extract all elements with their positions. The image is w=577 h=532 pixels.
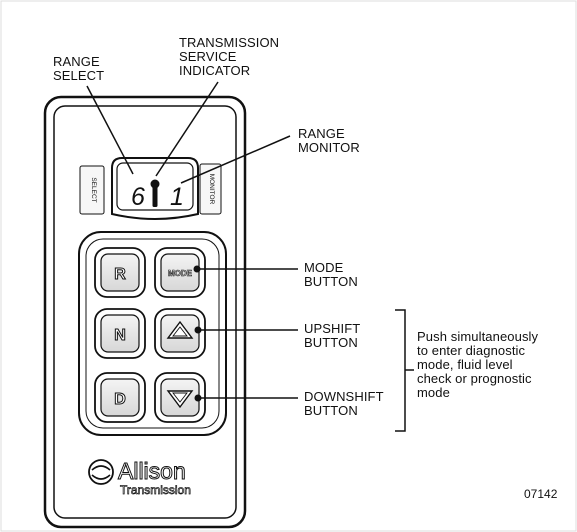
mode-caption-line-2: BUTTON [304,274,358,289]
display-window [116,162,194,211]
mode-caption-line-1: MODE [304,260,344,275]
select-tag [79,165,105,215]
r-button-label: R [114,266,126,283]
range-monitor-label: RANGE MONITOR [298,127,360,155]
range-monitor-line-2: MONITOR [298,140,360,155]
downshift-button[interactable] [154,372,206,423]
range-select-line-1: RANGE [53,54,100,69]
keypad-inner [85,238,220,429]
mode-button-caption: MODE BUTTON [304,261,358,289]
logo-line2: Transmission [120,483,191,497]
range-monitor-line-1: RANGE [298,126,345,141]
down-arrow-icon [166,390,194,409]
r-button[interactable]: R [94,247,146,298]
monitor-tag-text: MONITOR [208,174,215,205]
select-tag-text: SELECT [90,177,97,202]
range-select-digit: 6 [131,183,145,211]
range-monitor-digit: 1 [170,183,184,211]
range-select-leader [86,85,134,175]
service-indicator-icon [150,179,160,207]
logo-line1: Allison [118,458,186,484]
n-button[interactable]: N [94,308,146,359]
push-note-line-3: mode, fluid level [417,357,513,372]
range-monitor-leader [180,135,291,184]
d-button-label: D [114,391,126,408]
push-note-line-5: mode [417,385,450,400]
leader-lines [86,81,298,399]
service-indicator-label: TRANSMISSION SERVICE INDICATOR [179,36,279,78]
mode-button-label: MODE [168,269,193,278]
selector-inner-outline [53,105,237,519]
service-indicator-line-1: TRANSMISSION [179,35,280,50]
d-button[interactable]: D [94,372,146,423]
push-note-line-1: Push simultaneously [417,329,539,344]
service-indicator-leader [155,81,219,177]
leader-dots [193,265,202,402]
downshift-caption-line-1: DOWNSHIFT [304,389,384,404]
upshift-button[interactable] [154,308,206,359]
up-arrow-icon [166,320,194,339]
push-note-line-2: to enter diagnostic [417,343,526,358]
upshift-caption-line-1: UPSHIFT [304,321,361,336]
range-select-line-2: SELECT [53,68,105,83]
allison-logo: Allison Transmission [88,458,191,497]
upshift-caption-line-2: BUTTON [304,335,358,350]
downshift-button-caption: DOWNSHIFT BUTTON [304,390,384,418]
n-button-label: N [114,327,126,344]
push-simultaneously-note: Push simultaneously to enter diagnostic … [417,330,538,400]
figure-number: 07142 [524,487,558,501]
downshift-caption-line-2: BUTTON [304,403,358,418]
service-indicator-line-3: INDICATOR [179,63,251,78]
push-note-line-4: check or prognostic [417,371,532,386]
upshift-button-caption: UPSHIFT BUTTON [304,322,360,350]
bracket [395,309,414,432]
mode-button[interactable]: MODE [154,247,206,298]
monitor-tag [199,163,222,215]
range-select-label: RANGE SELECT [53,55,104,83]
service-indicator-line-2: SERVICE [179,49,237,64]
